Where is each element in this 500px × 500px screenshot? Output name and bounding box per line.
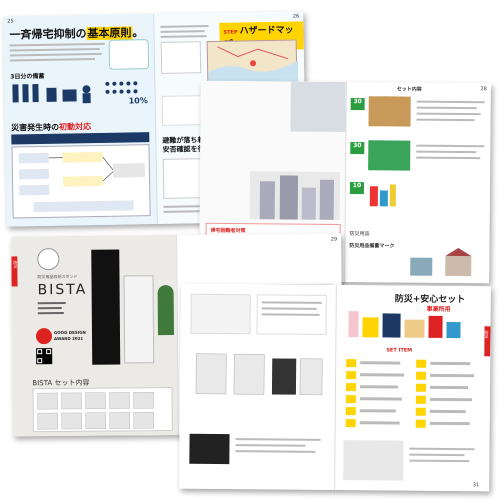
- table-header: [11, 132, 150, 145]
- good-design-logo: [35, 328, 53, 345]
- page-number: 26: [292, 13, 300, 20]
- badge-30-b: 30: [350, 142, 365, 155]
- badge-30-a: 30: [350, 98, 365, 111]
- photo-city: [249, 171, 341, 220]
- badge-circle: [37, 248, 60, 271]
- item-list-2: [416, 143, 486, 172]
- illustration-box: [190, 293, 251, 335]
- product-stand-white: [123, 275, 155, 364]
- qr-icon: [37, 349, 52, 364]
- illustration-people: [108, 39, 150, 70]
- products-icon: [195, 353, 323, 396]
- store-illustration: [405, 247, 475, 279]
- item-list-1: [416, 99, 486, 128]
- set-item-list: [344, 357, 485, 433]
- set-contents-grid: [32, 387, 173, 433]
- page-left-disaster: 帰宅困難者対策: [199, 80, 346, 282]
- brand-logo: BISTA: [37, 281, 88, 299]
- bottom-text: [409, 444, 479, 479]
- page-number: 28: [480, 86, 487, 93]
- product-stand-black: [91, 249, 121, 365]
- page-left-evacuation: 25 一斉帰宅抑制の基本原則。 3日分の備蓄: [3, 14, 157, 227]
- text-box: [256, 294, 327, 335]
- brochure-spread-sets: 帰宅困難者対策 28 セット内容 30 30 10: [199, 80, 491, 284]
- set-products-photo: [344, 301, 464, 342]
- page-number: 31: [472, 482, 480, 489]
- brand-subtitle: 防災用品収納スタンド: [37, 273, 78, 280]
- tagline: [37, 300, 68, 320]
- page-right-safety-set: 防災 防災+安心セット 事業所用 SET ITEM: [334, 285, 491, 492]
- page-left-bista: 防災 防災用品収納スタンド BISTA GOOD DESIGN AWARD 20…: [11, 235, 178, 437]
- product-box-2: [368, 140, 411, 171]
- people-chart: 10%: [102, 78, 151, 109]
- side-tab-text: 防災: [13, 260, 19, 269]
- water-bottle-icon: [12, 84, 91, 104]
- illustration-worker: [160, 41, 202, 74]
- product-bag-photo: [343, 440, 404, 481]
- brochure-spread-safety-set: 防災 防災+安心セット 事業所用 SET ITEM: [179, 283, 491, 492]
- page-left-safety: [179, 283, 336, 490]
- building-icon: [259, 175, 335, 220]
- dark-product: [189, 433, 230, 465]
- stock-icons: [10, 79, 96, 110]
- qr-code: [36, 348, 53, 365]
- people-icon: [105, 81, 138, 94]
- side-tab-text: 防災: [484, 330, 490, 339]
- page-number: 25: [7, 18, 14, 25]
- flow-diagram: [18, 151, 146, 213]
- badge-10: 10: [349, 182, 364, 195]
- note-text: 帰宅困難者対策: [210, 227, 246, 235]
- flow-chart: [11, 144, 151, 219]
- award-line-1: GOOD DESIGN: [53, 329, 86, 336]
- item-list-graphic: [345, 359, 475, 428]
- photo-office: [290, 81, 346, 133]
- page-right-set-contents: 28 セット内容 30 30 10 防災用品 防災用品備蓄マーク: [344, 82, 491, 284]
- store-icon: [410, 247, 472, 277]
- set-products-icon: [348, 311, 461, 339]
- product-photos: [190, 344, 327, 405]
- percent-value: 10%: [128, 96, 148, 106]
- stockpile-mark-label: 防災用品備蓄マーク: [349, 243, 395, 250]
- award-line-2: AWARD 2021: [54, 335, 84, 342]
- product-icon: [369, 184, 396, 207]
- product-box-1: [368, 96, 411, 127]
- detail-lines: [235, 434, 325, 465]
- set-contents-title: BISTA セット内容: [32, 378, 90, 388]
- page-number: 29: [330, 236, 338, 243]
- section-initial-response: 災害発生時の初動対応: [11, 122, 92, 133]
- grid-icon: [37, 391, 155, 430]
- tag-label: 防災用品: [349, 231, 370, 238]
- plant-image: [157, 285, 175, 336]
- set-item-label: SET ITEM: [386, 347, 413, 354]
- section-header: セット内容: [396, 86, 422, 93]
- product-items: [368, 180, 398, 210]
